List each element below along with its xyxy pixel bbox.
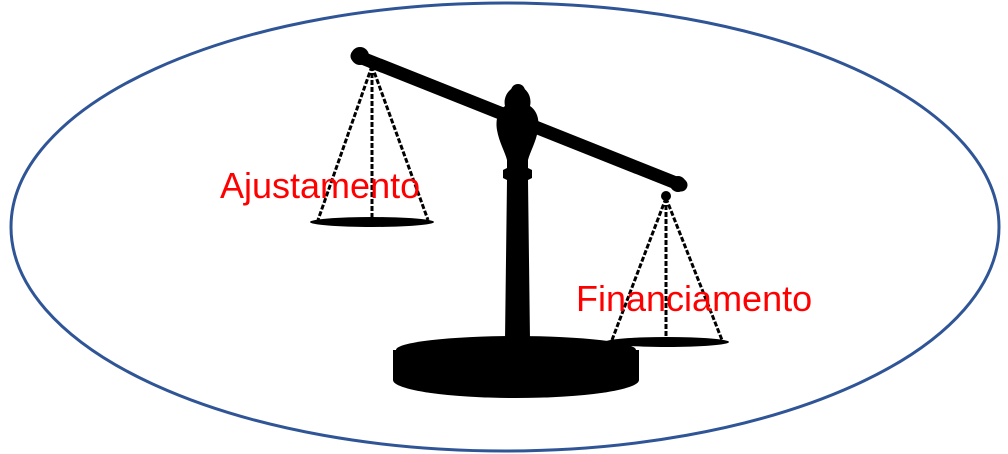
beam-end-left bbox=[351, 47, 369, 65]
label-financiamento: Financiamento bbox=[576, 278, 813, 319]
right-chains bbox=[610, 197, 724, 341]
hook-left bbox=[367, 59, 377, 69]
beam-end-right bbox=[670, 176, 686, 192]
outline-ellipse bbox=[9, 1, 1001, 453]
balance-scale-icon bbox=[310, 47, 729, 398]
left-chains bbox=[316, 65, 430, 221]
scale-base-bottom bbox=[393, 362, 639, 398]
hook-right bbox=[661, 191, 671, 201]
left-pan bbox=[310, 217, 434, 227]
right-pan bbox=[605, 337, 729, 347]
post-finial bbox=[511, 84, 525, 98]
scale-post bbox=[496, 86, 539, 340]
label-ajustamento: Ajustamento bbox=[220, 165, 421, 206]
